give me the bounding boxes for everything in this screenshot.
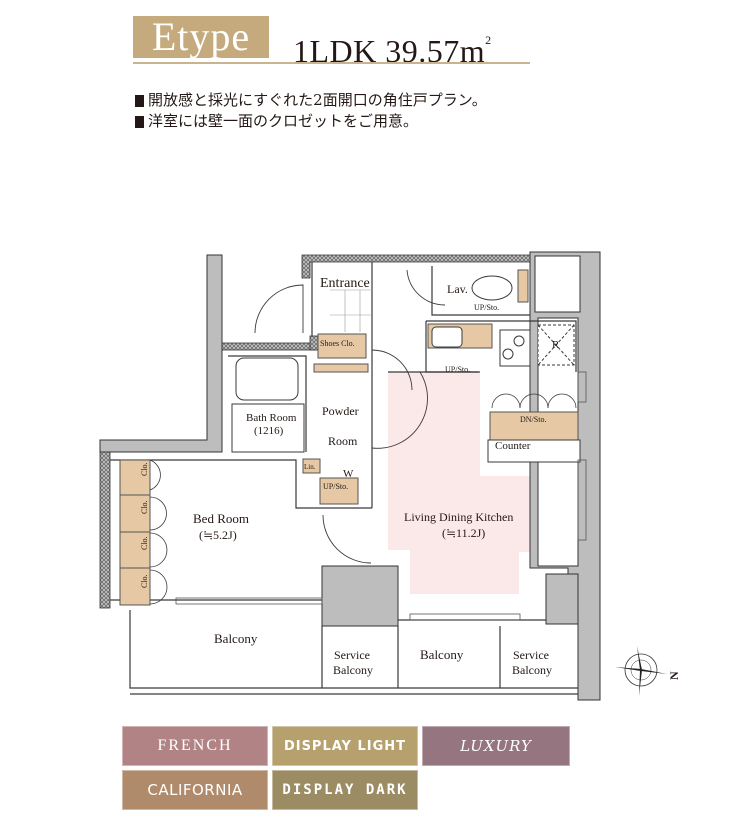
- stove: [499, 329, 531, 367]
- label-service-balcony-left-1: Service: [334, 648, 370, 662]
- label-washer: W: [343, 468, 354, 480]
- label-up-sto-washer: UP/Sto.: [323, 482, 348, 491]
- room-labels: Entrance Lav. UP/Sto. Shoes Clo. UP/Sto.…: [193, 276, 560, 677]
- closet-2: [119, 494, 151, 533]
- label-service-balcony-right-2: Balcony: [512, 663, 552, 677]
- label-up-sto-lav: UP/Sto.: [474, 303, 499, 312]
- windows: [175, 371, 587, 621]
- label-counter: Counter: [495, 440, 531, 452]
- floor-plan: Entrance Lav. UP/Sto. Shoes Clo. UP/Sto.…: [99, 251, 681, 701]
- label-bed-room: Bed Room: [193, 511, 249, 526]
- color-option-luxury[interactable]: LUXURY: [422, 726, 570, 766]
- feature-item: 洋室には壁一面のクロゼットをご用意。: [135, 111, 487, 132]
- header-divider: [133, 62, 530, 64]
- label-closet-3: Clo.: [140, 536, 149, 550]
- color-options: FRENCH DISPLAY LIGHT LUXURY CALIFORNIA D…: [122, 726, 572, 812]
- label-service-balcony-right-1: Service: [513, 648, 549, 662]
- label-entrance: Entrance: [320, 276, 370, 291]
- color-option-display-light[interactable]: DISPLAY LIGHT: [272, 726, 418, 766]
- label-ldk-size: (≒11.2J): [442, 526, 485, 540]
- concrete-walls: [99, 254, 531, 609]
- north-label: N: [667, 671, 681, 680]
- label-powder-2: Room: [328, 434, 358, 448]
- partition-lines: [110, 262, 578, 695]
- washer-storage: [319, 477, 359, 505]
- entrance-tiles: [330, 289, 372, 332]
- bathtub: [235, 357, 299, 401]
- closet-1: [119, 459, 151, 496]
- area-unit-sup: 2: [485, 33, 492, 47]
- label-service-balcony-left-2: Balcony: [333, 663, 373, 677]
- shoes-closet: [317, 333, 367, 359]
- dn-storage: [489, 411, 579, 441]
- label-ldk: Living Dining Kitchen: [404, 510, 513, 524]
- storage-units: [119, 269, 579, 606]
- label-closet-4: Clo.: [140, 574, 149, 588]
- color-option-french[interactable]: FRENCH: [122, 726, 268, 766]
- label-bed-room-size: (≒5.2J): [199, 528, 237, 542]
- closet-4: [119, 567, 151, 606]
- kitchen-sink: [431, 326, 463, 348]
- label-bath-size: (1216): [254, 425, 284, 437]
- feature-text: 洋室には壁一面のクロゼットをご用意。: [148, 112, 419, 130]
- label-linen: Lin.: [304, 463, 316, 471]
- label-dn-sto: DN/Sto.: [520, 415, 546, 424]
- label-refrigerator: R: [552, 339, 560, 351]
- type-badge: Etype: [133, 16, 269, 58]
- feature-item: 開放感と採光にすぐれた2面開口の角住戸プラン。: [135, 90, 487, 111]
- feature-text: 開放感と採光にすぐれた2面開口の角住戸プラン。: [148, 91, 487, 109]
- label-bath-room: Bath Room: [246, 412, 297, 424]
- label-closet-2: Clo.: [140, 500, 149, 514]
- label-lav: Lav.: [447, 282, 468, 296]
- closet-3: [119, 531, 151, 569]
- lav-storage: [517, 269, 529, 303]
- color-option-california[interactable]: CALIFORNIA: [122, 770, 268, 810]
- powder-shelf: [313, 363, 369, 373]
- toilet: [471, 275, 513, 301]
- label-closet-1: Clo.: [140, 462, 149, 476]
- color-option-display-dark[interactable]: DISPLAY DARK: [272, 770, 418, 810]
- fixtures: [231, 275, 581, 463]
- ldk-floor: [388, 372, 576, 594]
- feature-list: 開放感と採光にすぐれた2面開口の角住戸プラン。 洋室には壁一面のクロゼットをご用…: [135, 90, 487, 132]
- label-shoes-closet: Shoes Clo.: [320, 339, 355, 348]
- square-bullet-icon: [135, 94, 144, 107]
- closet-labels: Clo. Clo. Clo. Clo.: [140, 462, 149, 588]
- label-balcony-left: Balcony: [214, 631, 258, 646]
- linen-shelf: [302, 458, 321, 474]
- label-up-sto-kitchen: UP/Sto.: [445, 365, 470, 374]
- square-bullet-icon: [135, 115, 144, 128]
- door-swings: [254, 269, 446, 564]
- compass-icon: N: [615, 646, 681, 696]
- label-powder-1: Powder: [322, 404, 359, 418]
- label-balcony-center: Balcony: [420, 647, 464, 662]
- counter: [487, 439, 581, 463]
